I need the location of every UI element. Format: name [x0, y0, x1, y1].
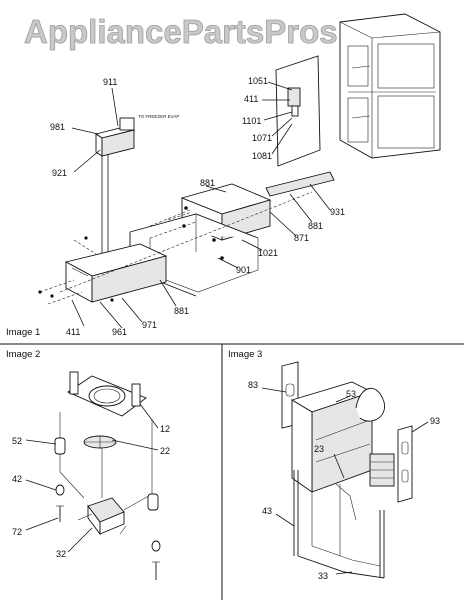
image1-callouts: 911 981 921 1051 411 1101 1071 1081 881 … — [50, 76, 345, 337]
callout-1101: 1101 — [242, 116, 261, 126]
callout-931: 931 — [330, 207, 345, 217]
section-label-image1: Image 1 — [6, 327, 40, 338]
image1-leaders — [71, 81, 331, 329]
callout-971: 971 — [142, 320, 157, 330]
fan-motor — [77, 497, 127, 536]
callout-1021: 1021 — [258, 248, 278, 258]
image3-drawing — [261, 361, 429, 579]
damper-panel — [275, 55, 321, 167]
callout-921: 921 — [52, 168, 67, 178]
callout-93: 93 — [430, 416, 440, 426]
wire-clip — [335, 483, 357, 521]
callout-981: 981 — [50, 122, 65, 132]
callout-1071: 1071 — [252, 133, 272, 143]
callout-1081: 1081 — [252, 151, 272, 161]
image2-callouts: 12 52 22 42 72 32 — [12, 424, 170, 559]
callout-72: 72 — [12, 527, 22, 537]
evaporator-cover — [64, 243, 168, 303]
grommet — [55, 484, 65, 496]
callout-961: 961 — [112, 327, 127, 337]
wire-connector — [54, 437, 66, 455]
mounting-plate-right — [397, 425, 413, 503]
refrigerator-cabinet — [339, 13, 441, 159]
callout-53: 53 — [346, 389, 356, 399]
callout-83: 83 — [248, 380, 258, 390]
callout-871: 871 — [294, 233, 309, 243]
image3-callouts: 83 53 93 23 43 33 — [248, 380, 440, 581]
callout-12: 12 — [160, 424, 170, 434]
wire-coil — [355, 388, 385, 422]
callout-901: 901 — [236, 265, 251, 275]
callout-411-bottom: 411 — [66, 327, 80, 337]
heater-wire — [297, 555, 385, 579]
screw — [184, 206, 188, 210]
callout-881-upper: 881 — [200, 178, 215, 188]
image2-drawing — [25, 371, 161, 580]
callout-1051: 1051 — [248, 76, 268, 86]
section-label-image3: Image 3 — [228, 349, 262, 360]
callout-911: 911 — [103, 77, 117, 87]
callout-881-lower: 881 — [174, 306, 189, 316]
wire-harness — [59, 412, 85, 499]
callout-411-top: 411 — [244, 94, 258, 104]
callout-23: 23 — [314, 444, 324, 454]
section-label-image2: Image 2 — [6, 349, 40, 360]
callout-22: 22 — [160, 446, 170, 456]
terminal-block — [369, 453, 395, 487]
image1-drawing: TO FREEZER EVAP — [38, 13, 441, 329]
fan-blade — [83, 435, 117, 449]
callout-33: 33 — [318, 571, 328, 581]
air-diffuser-bar — [265, 171, 335, 197]
callout-52: 52 — [12, 436, 22, 446]
callout-43: 43 — [262, 506, 272, 516]
control-housing: TO FREEZER EVAP — [94, 114, 179, 157]
callout-32: 32 — [56, 549, 66, 559]
callout-42: 42 — [12, 474, 22, 484]
callout-881-right: 881 — [308, 221, 323, 231]
tiny-label-line1: TO FREEZER EVAP — [138, 114, 179, 119]
heater-duct — [290, 381, 374, 493]
assembly-line — [59, 191, 313, 293]
